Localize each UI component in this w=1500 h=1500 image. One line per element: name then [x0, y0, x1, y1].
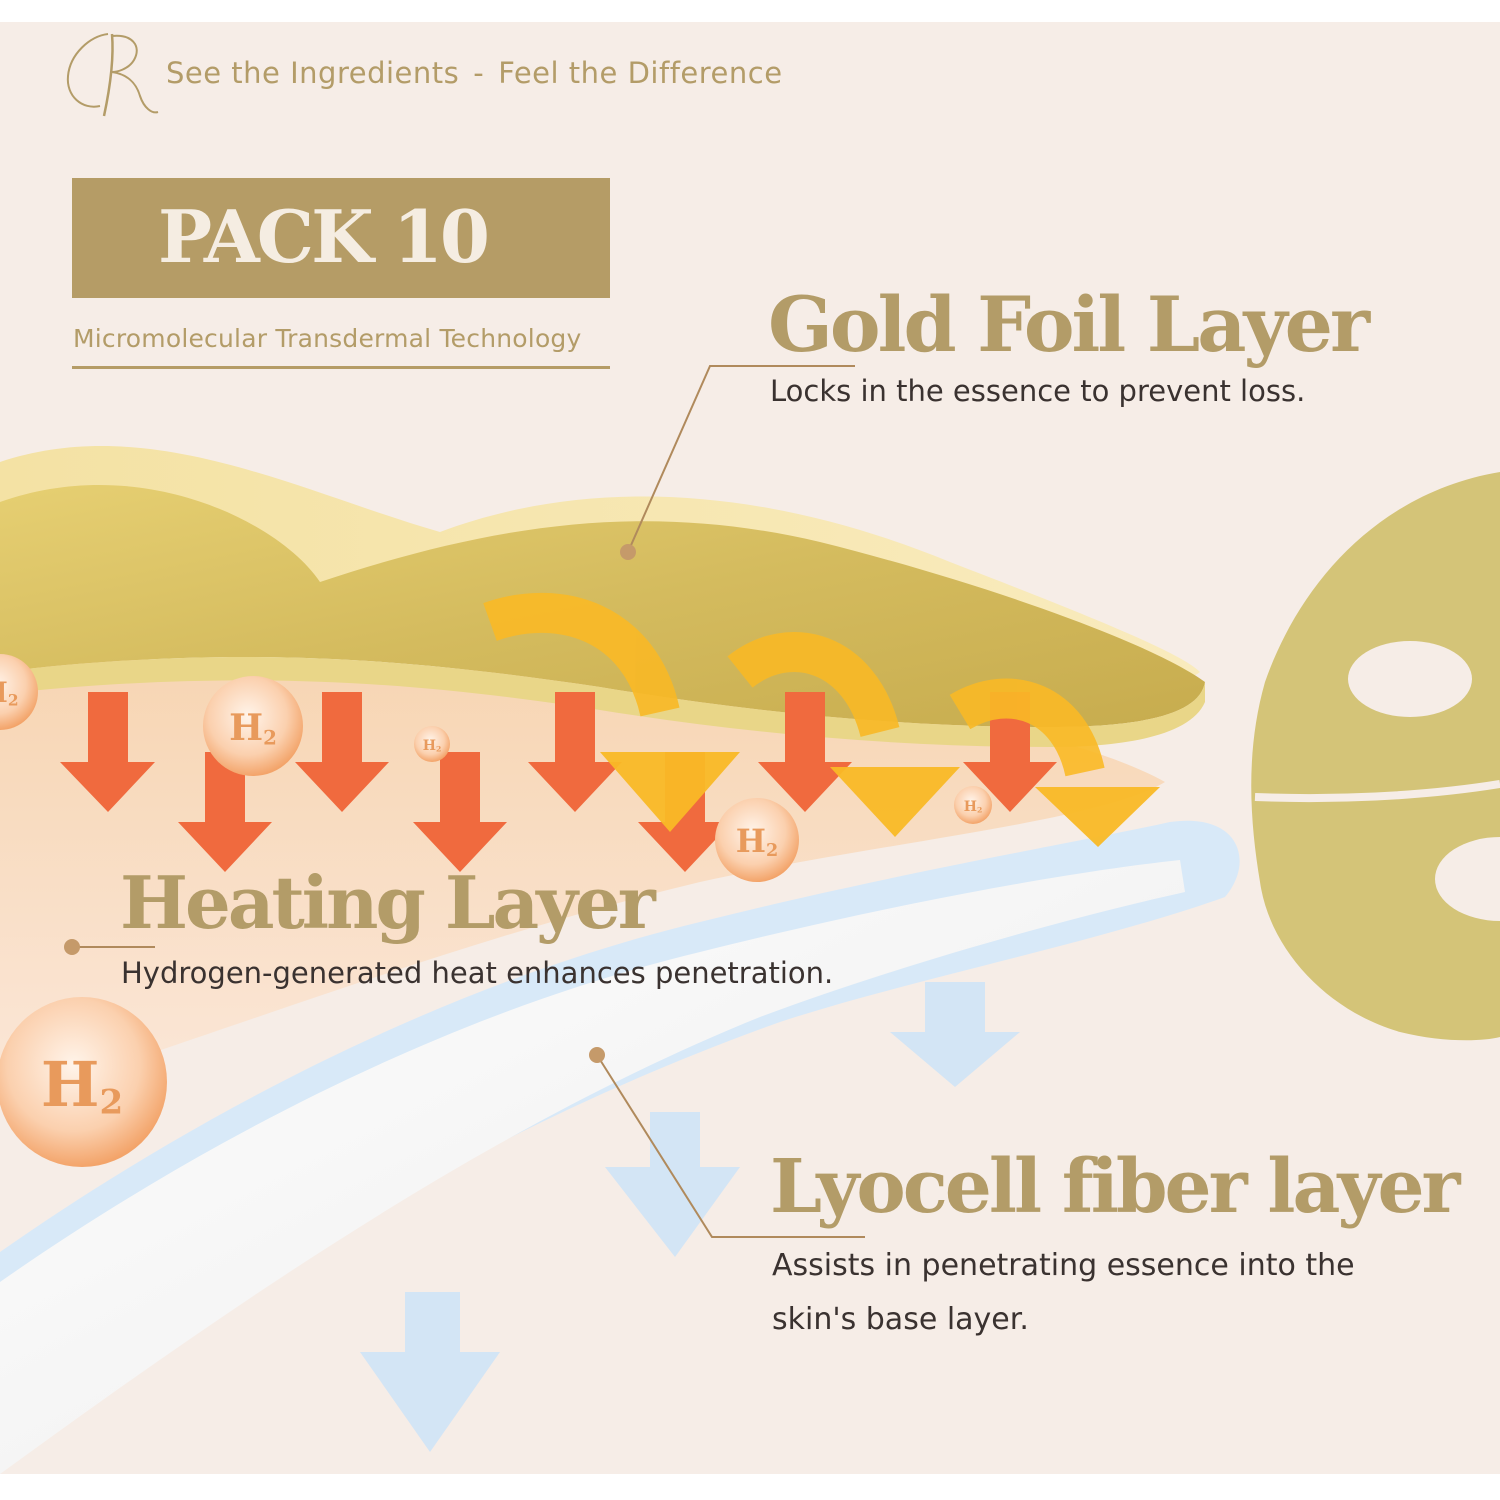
h2-bubble: H2: [715, 798, 799, 882]
yellow-arrow-head: [1035, 787, 1160, 847]
subtitle-underline: [72, 366, 610, 369]
tagline-left: See the Ingredients: [166, 56, 460, 90]
svg-text:H2: H2: [0, 676, 19, 709]
heating-layer-title: Heating Layer: [120, 860, 656, 945]
svg-text:H2: H2: [964, 799, 983, 815]
svg-text:H2: H2: [423, 738, 442, 754]
red-arrow: [178, 752, 272, 872]
layer-illustration: H2 H2 H2 H2 H2 H2: [0, 365, 1500, 1474]
heating-leader-dot: [64, 939, 80, 955]
h2-bubble: H2: [954, 786, 992, 824]
red-arrow: [413, 752, 507, 872]
blue-arrow: [605, 1112, 740, 1257]
yellow-arrow-curve: [483, 592, 680, 718]
leader-lines: [72, 365, 865, 1238]
h2-bubble: H2: [414, 726, 450, 762]
tagline-separator: -: [473, 56, 485, 90]
yellow-arrows: [483, 592, 1105, 778]
gold-layer-description: Locks in the essence to prevent loss.: [770, 374, 1306, 408]
blue-arrow: [890, 982, 1020, 1087]
brand-logo: BR: [66, 33, 159, 117]
gold-leader-dot: [620, 544, 636, 560]
h2-bubbles: H2 H2 H2 H2 H2 H2: [0, 654, 992, 1167]
svg-text:H2: H2: [736, 822, 778, 861]
red-arrow: [528, 692, 622, 812]
red-arrow: [758, 692, 852, 812]
product-infographic: H2 H2 H2 H2 H2 H2 BR See the Ingredients…: [0, 22, 1500, 1474]
yellow-arrow-head: [830, 767, 960, 837]
lyocell-layer-shape: [0, 860, 1185, 1474]
heating-layer-description: Hydrogen-generated heat enhances penetra…: [121, 956, 834, 990]
blue-arrow: [360, 1292, 500, 1452]
h2-bubble: H2: [0, 997, 167, 1167]
red-arrows: [60, 692, 1057, 872]
pack-label: PACK 10: [158, 194, 490, 279]
h2-bubble: H2: [203, 676, 303, 776]
lyocell-leader-line: [596, 1054, 865, 1238]
yellow-arrow-curve: [727, 632, 900, 738]
lyocell-layer-description-line2: skin's base layer.: [772, 1302, 1029, 1337]
red-arrow: [295, 692, 389, 812]
gold-leader-line: [627, 365, 855, 553]
brand-tagline: See the Ingredients-Feel the Difference: [166, 56, 783, 90]
lyocell-leader-dot: [589, 1047, 605, 1063]
red-arrow: [60, 692, 155, 812]
gold-foil-edge: [0, 656, 1205, 747]
pack-badge: [72, 178, 610, 298]
gold-face-mask-icon: [1251, 472, 1500, 1041]
tagline-right: Feel the Difference: [498, 56, 783, 90]
lyocell-layer-title: Lyocell fiber layer: [770, 1144, 1461, 1230]
yellow-arrow-head: [600, 752, 740, 832]
svg-text:H2: H2: [41, 1048, 123, 1122]
pack-subtitle: Micromolecular Transdermal Technology: [73, 324, 582, 353]
h2-bubble: H2: [0, 654, 38, 730]
gold-layer-title: Gold Foil Layer: [768, 280, 1370, 369]
yellow-arrow-curve: [949, 678, 1105, 778]
lyocell-layer-description-line1: Assists in penetrating essence into the: [772, 1248, 1355, 1283]
blue-arrows: [360, 982, 1020, 1452]
svg-text:H2: H2: [229, 707, 277, 749]
red-arrow: [963, 692, 1057, 812]
